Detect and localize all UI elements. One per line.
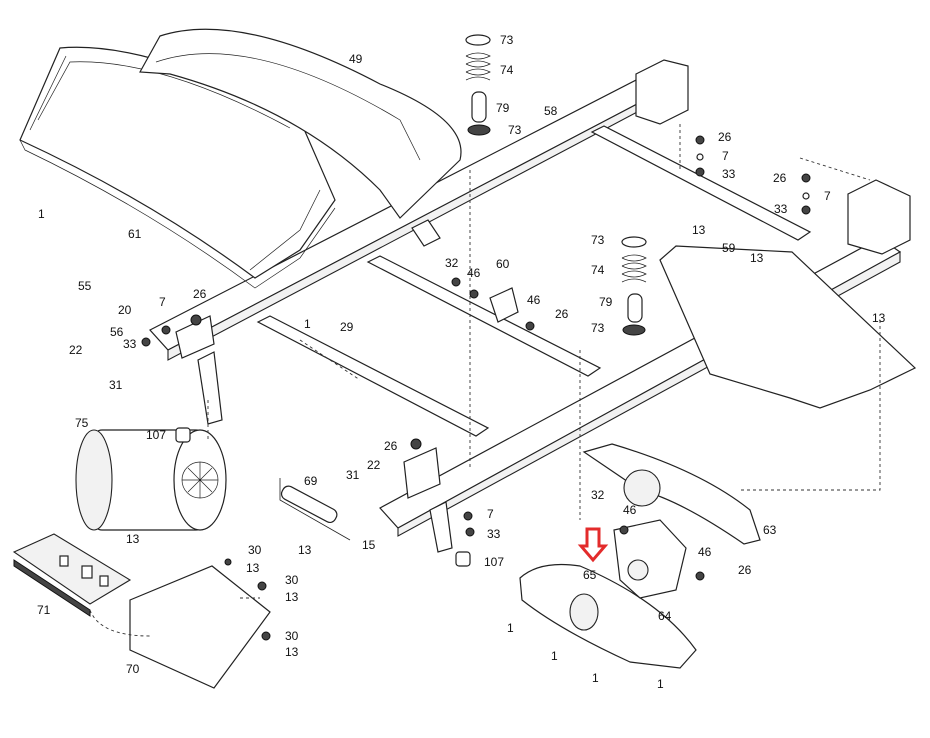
label-71: 71: [37, 603, 51, 617]
label-74: 74: [500, 63, 514, 77]
label-79: 79: [496, 101, 510, 115]
motor-covers: [519, 443, 761, 669]
label-63: 63: [763, 523, 777, 537]
label-20: 20: [118, 303, 132, 317]
label-30: 30: [285, 573, 299, 587]
label-13: 13: [750, 251, 764, 265]
label-46: 46: [527, 293, 541, 307]
label-55: 55: [78, 279, 92, 293]
label-73: 73: [591, 321, 605, 335]
label-26: 26: [193, 287, 207, 301]
spring-stack-lower: [621, 236, 647, 336]
label-73: 73: [591, 233, 605, 247]
label-60: 60: [496, 257, 510, 271]
label-107: 107: [484, 555, 504, 569]
label-32: 32: [445, 256, 459, 270]
label-61: 61: [128, 227, 142, 241]
label-1: 1: [507, 621, 514, 635]
label-33: 33: [487, 527, 501, 541]
label-13: 13: [692, 223, 706, 237]
label-46: 46: [467, 266, 481, 280]
label-26: 26: [738, 563, 752, 577]
label-30: 30: [248, 543, 262, 557]
label-33: 33: [123, 337, 137, 351]
controller-71: [12, 533, 132, 617]
label-13: 13: [126, 532, 140, 546]
label-31: 31: [109, 378, 123, 392]
motor-plate-70: [129, 565, 271, 689]
highlight-arrow: [577, 527, 609, 563]
label-26: 26: [718, 130, 732, 144]
reference-lines: [89, 124, 881, 637]
label-73: 73: [500, 33, 514, 47]
motor-75: [75, 429, 227, 531]
label-1: 1: [38, 207, 45, 221]
label-56: 56: [110, 325, 124, 339]
label-13: 13: [285, 590, 299, 604]
label-13: 13: [246, 561, 260, 575]
label-22: 22: [69, 343, 83, 357]
tray-59: [659, 245, 917, 409]
label-22: 22: [367, 458, 381, 472]
fasteners: [141, 135, 811, 641]
label-7: 7: [487, 507, 494, 521]
part-labels: 49 61 1 1 1 1 1 1 58 59 73 74 79 73 73 7…: [37, 33, 886, 691]
label-73: 73: [508, 123, 522, 137]
label-13: 13: [285, 645, 299, 659]
label-1: 1: [592, 671, 599, 685]
label-1: 1: [551, 649, 558, 663]
label-32: 32: [591, 488, 605, 502]
label-79: 79: [599, 295, 613, 309]
label-31: 31: [346, 468, 360, 482]
label-1: 1: [304, 317, 311, 331]
label-13: 13: [298, 543, 312, 557]
label-75: 75: [75, 416, 89, 430]
label-70: 70: [126, 662, 140, 676]
label-7: 7: [824, 189, 831, 203]
label-69: 69: [304, 474, 318, 488]
label-74: 74: [591, 263, 605, 277]
label-7: 7: [159, 295, 166, 309]
label-46: 46: [623, 503, 637, 517]
hood-assembly: [19, 28, 462, 289]
label-49: 49: [349, 52, 363, 66]
label-65: 65: [583, 568, 597, 582]
label-107: 107: [146, 428, 166, 442]
label-7: 7: [722, 149, 729, 163]
label-1: 1: [657, 677, 664, 691]
label-33: 33: [774, 202, 788, 216]
label-26: 26: [384, 439, 398, 453]
label-26: 26: [773, 171, 787, 185]
label-26: 26: [555, 307, 569, 321]
label-29: 29: [340, 320, 354, 334]
spring-stack-upper: [465, 34, 491, 136]
label-64: 64: [658, 609, 672, 623]
label-58: 58: [544, 104, 558, 118]
roller-107: [175, 427, 471, 567]
label-15: 15: [362, 538, 376, 552]
label-13: 13: [872, 311, 886, 325]
label-46: 46: [698, 545, 712, 559]
label-33: 33: [722, 167, 736, 181]
label-59: 59: [722, 241, 736, 255]
label-30: 30: [285, 629, 299, 643]
bracket-69: [279, 478, 351, 541]
